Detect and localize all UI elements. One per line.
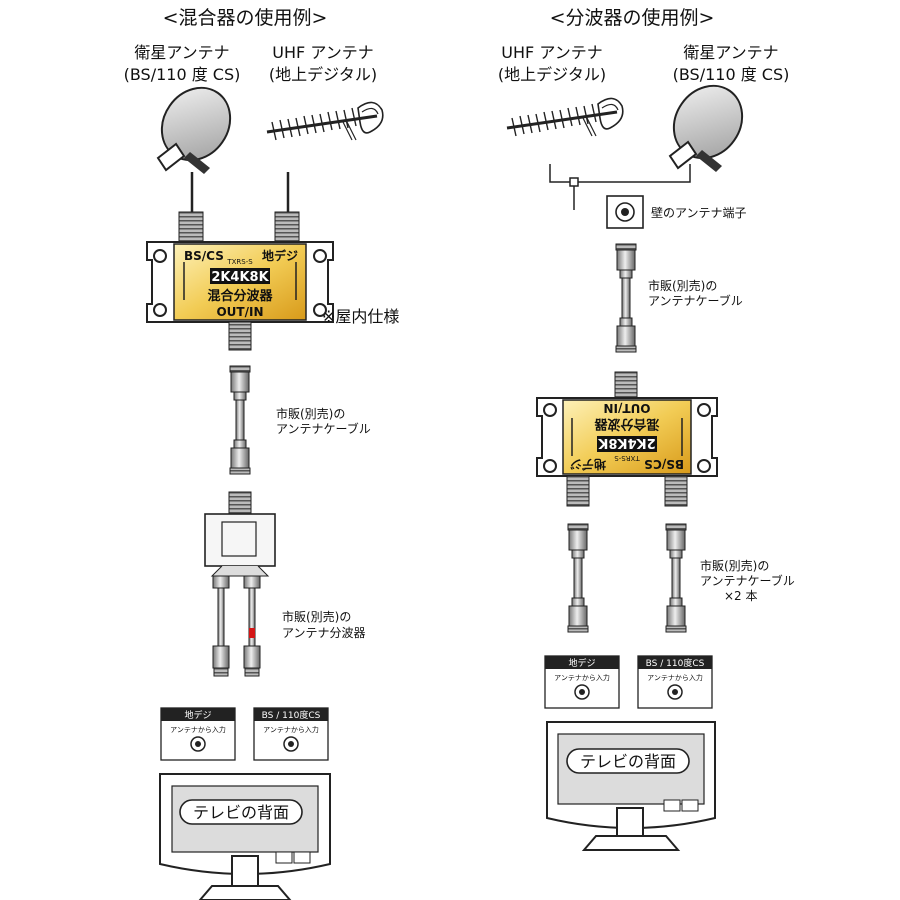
left-uhf-antenna-icon xyxy=(265,100,385,142)
right-device-name: 混合分波器 xyxy=(594,416,660,432)
right-cable-label-1: 市販(別売)の xyxy=(648,278,717,293)
right-cable-terrestrial xyxy=(567,523,589,633)
left-tv-input-bs-header: BS / 110度CS xyxy=(262,709,321,721)
right-wall-label: 壁のアンテナ端子 xyxy=(651,205,747,220)
left-tv-back-label: テレビの背面 xyxy=(193,803,289,822)
left-cable-label-2: アンテナケーブル xyxy=(276,421,371,436)
right-cable-label-2: アンテナケーブル xyxy=(648,293,743,308)
right-splitter-device: BS/CS 地デジ TXRS-S 2K4K8K 混合分波器 OUT/IN xyxy=(536,371,718,507)
left-tv-back xyxy=(159,773,331,900)
left-device-in-terr: 地デジ xyxy=(262,248,298,263)
left-splitter-device xyxy=(204,491,276,677)
left-uhf-sub: (地上デジタル) xyxy=(269,65,377,84)
left-device-name: 混合分波器 xyxy=(207,288,273,304)
right-tv-back-label: テレビの背面 xyxy=(580,752,676,771)
right-device-port: OUT/IN xyxy=(603,401,650,415)
right-satellite-sub: (BS/110 度 CS) xyxy=(673,65,790,84)
right-tv-input-bs-header: BS / 110度CS xyxy=(646,657,705,669)
left-tv-input-bs-caption: アンテナから入力 xyxy=(263,725,319,734)
right-device-badge: 2K4K8K xyxy=(597,435,655,450)
right-tv-input-terrestrial-header: 地デジ xyxy=(568,657,595,669)
right-uhf-sub: (地上デジタル) xyxy=(498,65,606,84)
left-device-port: OUT/IN xyxy=(216,305,263,319)
right-cable-bs xyxy=(665,523,687,633)
left-satellite-label: 衛星アンテナ xyxy=(134,43,229,62)
right-tv-back xyxy=(546,721,716,851)
left-device-model: TXRS-S xyxy=(226,258,253,266)
right-title: <分波器の使用例> xyxy=(550,7,715,29)
right-satellite-dish-icon xyxy=(658,71,758,173)
right-device-in-bs: BS/CS xyxy=(644,457,684,471)
left-splitter-label-2: アンテナ分波器 xyxy=(282,626,366,640)
right-cable2-label-3: ×2 本 xyxy=(724,589,758,603)
right-uhf-label: UHF アンテナ xyxy=(501,43,602,62)
left-uhf-label: UHF アンテナ xyxy=(272,43,373,62)
left-splitter-red-marker xyxy=(249,628,255,638)
right-tv-input-terrestrial-caption: アンテナから入力 xyxy=(554,673,610,682)
left-cable-label-1: 市販(別売)の xyxy=(276,406,345,421)
right-cable2-label-2: アンテナケーブル xyxy=(700,573,795,588)
left-tv-input-terrestrial-header: 地デジ xyxy=(184,709,211,721)
left-device-badge: 2K4K8K xyxy=(211,270,269,285)
right-tv-input-bs-caption: アンテナから入力 xyxy=(647,673,703,682)
left-antenna-cable xyxy=(229,365,251,475)
right-wall-terminal xyxy=(606,195,644,229)
right-wiring xyxy=(549,164,691,210)
left-satellite-dish-icon xyxy=(146,73,246,175)
right-satellite-label: 衛星アンテナ xyxy=(683,43,778,62)
left-title: <混合器の使用例> xyxy=(163,7,328,29)
left-splitter-label-1: 市販(別売)の xyxy=(282,609,351,624)
left-satellite-sub: (BS/110 度 CS) xyxy=(124,65,241,84)
left-indoor-note: ※屋内仕様 xyxy=(322,307,399,326)
left-tv-input-terrestrial-caption: アンテナから入力 xyxy=(170,725,226,734)
right-antenna-cable xyxy=(615,243,637,353)
right-uhf-antenna-icon xyxy=(505,96,625,138)
right-cable2-label-1: 市販(別売)の xyxy=(700,558,769,573)
left-device-in-bs: BS/CS xyxy=(184,249,224,263)
right-device-in-terr: 地デジ xyxy=(570,457,606,472)
right-device-model: TXRS-S xyxy=(614,454,641,462)
left-mixer-device: BS/CS 地デジ TXRS-S 2K4K8K 混合分波器 OUT/IN xyxy=(146,211,334,351)
